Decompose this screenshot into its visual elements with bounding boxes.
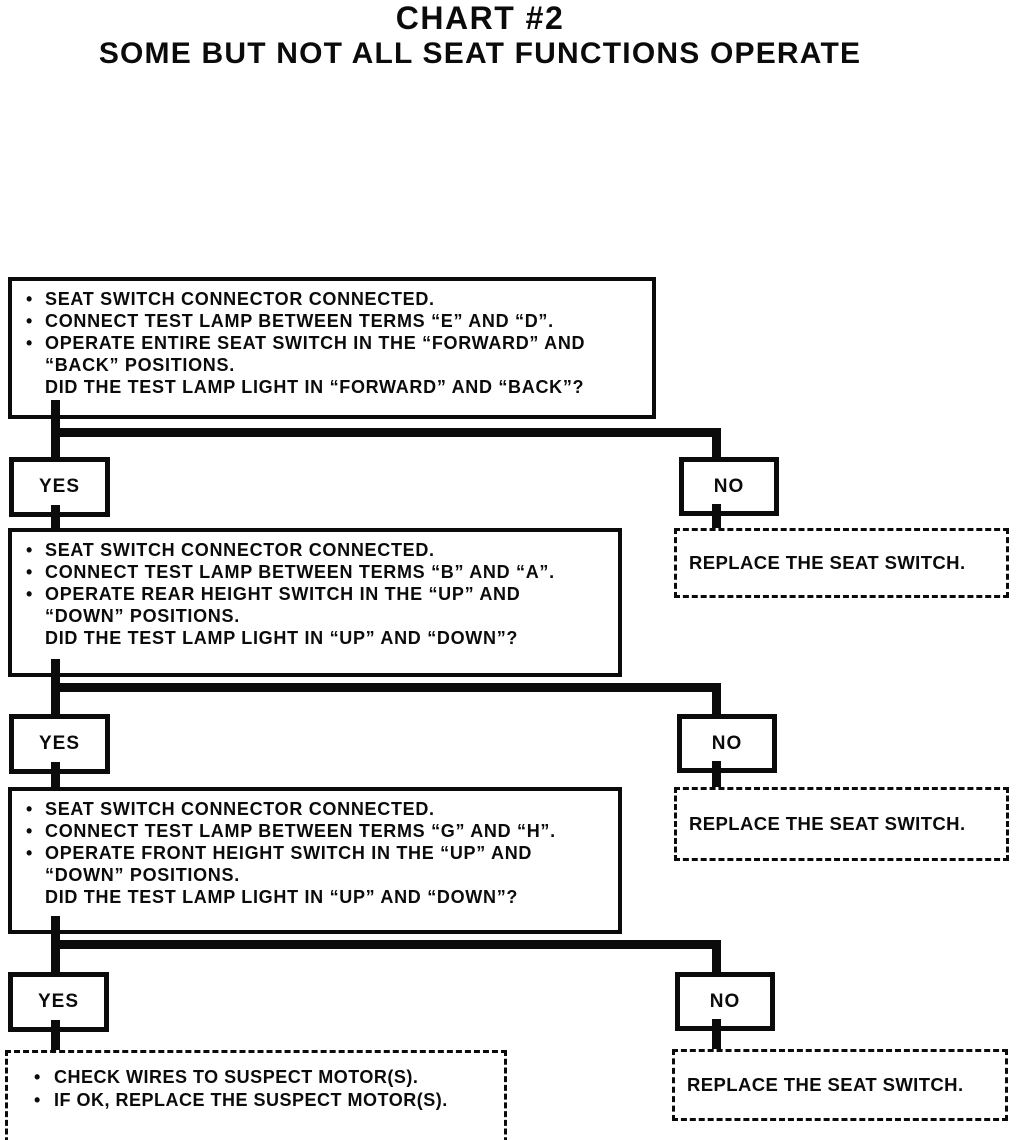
step-2-question-box: • SEAT SWITCH CONNECTOR CONNECTED. • CONNE… — [8, 528, 622, 677]
step-3-no-box: NO — [675, 972, 775, 1031]
connector-step2-yes-out — [51, 762, 60, 789]
step-3-question-box: • SEAT SWITCH CONNECTOR CONNECTED. • CONNE… — [8, 787, 622, 934]
bullet-icon: • — [34, 1067, 41, 1087]
step-2-no-outcome-box: REPLACE THE SEAT SWITCH. — [674, 787, 1009, 861]
step-3-question-text: DID THE TEST LAMP LIGHT IN “UP” AND “DOW… — [45, 887, 519, 907]
bullet-icon: • — [26, 289, 34, 309]
step-2-text-4: “DOWN” POSITIONS. — [45, 606, 240, 626]
step-1-text-3: OPERATE ENTIRE SEAT SWITCH IN THE “FORWA… — [45, 333, 586, 353]
step-3-text-3: OPERATE FRONT HEIGHT SWITCH IN THE “UP” … — [45, 843, 533, 863]
chart-title: CHART #2 — [395, 0, 565, 36]
connector-step3-branch — [51, 940, 721, 949]
step-2-question-text: DID THE TEST LAMP LIGHT IN “UP” AND “DOW… — [45, 628, 519, 648]
step-3-line-2: • CONNECT TEST LAMP BETWEEN TERMS “G” AND… — [26, 820, 614, 842]
step-2-yes-label: YES — [38, 733, 81, 754]
chart-subtitle: SOME BUT NOT ALL SEAT FUNCTIONS OPERATE — [98, 37, 862, 71]
step-1-question-box: • SEAT SWITCH CONNECTOR CONNECTED. • CONNE… — [8, 277, 656, 419]
step-2-question: DID THE TEST LAMP LIGHT IN “UP” AND “DOW… — [26, 627, 614, 649]
step-1-line-3: • OPERATE ENTIRE SEAT SWITCH IN THE “FORW… — [26, 332, 648, 354]
step-2-text-2: CONNECT TEST LAMP BETWEEN TERMS “B” AND … — [45, 562, 555, 582]
step-1-question-text: DID THE TEST LAMP LIGHT IN “FORWARD” AND… — [45, 377, 585, 397]
bullet-icon: • — [26, 843, 34, 863]
bullet-icon: • — [34, 1090, 41, 1110]
bullet-icon: • — [26, 821, 34, 841]
chart-title-block: CHART #2 SOME BUT NOT ALL SEAT FUNCTIONS… — [0, 0, 960, 72]
bullet-icon: • — [26, 584, 34, 604]
bullet-icon: • — [26, 562, 34, 582]
step-2-no-box: NO — [677, 714, 777, 773]
bullet-icon: • — [26, 311, 34, 331]
step-2-no-label: NO — [711, 732, 743, 754]
step-1-no-outcome-text: REPLACE THE SEAT SWITCH. — [689, 552, 966, 573]
step-2-line-2: • CONNECT TEST LAMP BETWEEN TERMS “B” AND… — [26, 561, 614, 583]
step-1-line-2: • CONNECT TEST LAMP BETWEEN TERMS “E” AND… — [26, 310, 648, 332]
connector-step3-no-drop — [712, 942, 721, 974]
step-3-no-outcome-box: REPLACE THE SEAT SWITCH. — [672, 1049, 1008, 1121]
step-3-text-4: “DOWN” POSITIONS. — [45, 865, 240, 885]
final-outcome-text-1: CHECK WIRES TO SUSPECT MOTOR(S). — [54, 1067, 419, 1087]
final-outcome-text-2: IF OK, REPLACE THE SUSPECT MOTOR(S). — [54, 1090, 448, 1110]
step-3-line-3: • OPERATE FRONT HEIGHT SWITCH IN THE “UP”… — [26, 842, 614, 864]
step-3-no-label: NO — [709, 990, 741, 1012]
step-2-no-outcome-text: REPLACE THE SEAT SWITCH. — [689, 813, 966, 834]
step-1-no-outcome-box: REPLACE THE SEAT SWITCH. — [674, 528, 1009, 598]
step-3-text-2: CONNECT TEST LAMP BETWEEN TERMS “G” AND … — [45, 821, 556, 841]
bullet-icon: • — [26, 540, 34, 560]
step-1-question: DID THE TEST LAMP LIGHT IN “FORWARD” AND… — [26, 376, 648, 398]
step-1-text-2: CONNECT TEST LAMP BETWEEN TERMS “E” AND … — [45, 311, 554, 331]
bullet-icon: • — [26, 799, 34, 819]
step-3-text-1: SEAT SWITCH CONNECTOR CONNECTED. — [45, 799, 435, 819]
final-outcome-line-1: • CHECK WIRES TO SUSPECT MOTOR(S). — [34, 1066, 500, 1089]
final-outcome-box: • CHECK WIRES TO SUSPECT MOTOR(S). • IF OK… — [5, 1050, 507, 1140]
step-1-no-label: NO — [713, 475, 745, 497]
connector-step3-yes-out — [51, 1020, 60, 1052]
step-1-text-1: SEAT SWITCH CONNECTOR CONNECTED. — [45, 289, 435, 309]
connector-step1-yes-out — [51, 505, 60, 530]
connector-step1-no-out — [712, 504, 721, 530]
step-2-line-1: • SEAT SWITCH CONNECTOR CONNECTED. — [26, 539, 614, 561]
step-2-line-3: • OPERATE REAR HEIGHT SWITCH IN THE “UP” … — [26, 583, 614, 605]
bullet-icon: • — [26, 333, 34, 353]
step-1-yes-label: YES — [38, 476, 81, 497]
step-2-text-3: OPERATE REAR HEIGHT SWITCH IN THE “UP” A… — [45, 584, 521, 604]
connector-step2-branch — [51, 683, 721, 692]
step-1-line-1: • SEAT SWITCH CONNECTOR CONNECTED. — [26, 288, 648, 310]
step-2-line-4: “DOWN” POSITIONS. — [26, 605, 614, 627]
connector-step1-no-drop — [712, 430, 721, 459]
connector-step2-no-drop — [712, 685, 721, 716]
step-1-no-box: NO — [679, 457, 779, 516]
step-3-line-4: “DOWN” POSITIONS. — [26, 864, 614, 886]
step-2-text-1: SEAT SWITCH CONNECTOR CONNECTED. — [45, 540, 435, 560]
step-3-yes-label: YES — [37, 991, 80, 1012]
step-3-question: DID THE TEST LAMP LIGHT IN “UP” AND “DOW… — [26, 886, 614, 908]
connector-step1-branch — [51, 428, 721, 437]
connector-step2-no-out — [712, 761, 721, 789]
step-3-no-outcome-text: REPLACE THE SEAT SWITCH. — [687, 1074, 964, 1095]
step-1-line-4: “BACK” POSITIONS. — [26, 354, 648, 376]
connector-step3-no-out — [712, 1019, 721, 1051]
step-3-line-1: • SEAT SWITCH CONNECTOR CONNECTED. — [26, 798, 614, 820]
step-1-text-4: “BACK” POSITIONS. — [45, 355, 235, 375]
final-outcome-line-2: • IF OK, REPLACE THE SUSPECT MOTOR(S). — [34, 1089, 500, 1112]
